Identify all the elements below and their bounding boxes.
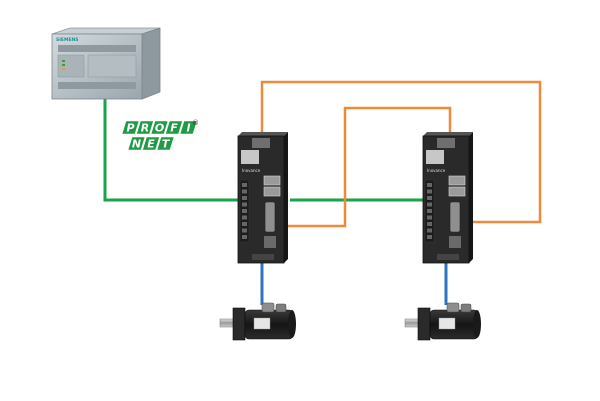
drive-top-connector (252, 138, 270, 148)
profinet-logo-profi-tile (121, 120, 140, 135)
profinet-logo-profi-letter: P (126, 122, 134, 135)
motor-connector (446, 302, 460, 313)
motor-connector (261, 302, 275, 313)
drive-ethernet-port-in (263, 175, 281, 186)
drive-terminal-screw (242, 209, 247, 213)
profinet-logo-net-tile (142, 136, 160, 151)
profinet-logo-net-letter: E (147, 138, 155, 151)
drive-terminal-screw (242, 183, 247, 187)
motor-connector (460, 303, 472, 313)
plc-status-led (62, 64, 65, 66)
drive-display (426, 150, 444, 164)
drive-terminal-screw (427, 202, 432, 207)
motor-rear-cap (473, 310, 481, 338)
plc-status-led (62, 68, 65, 70)
plc-module-panel (87, 54, 137, 78)
motor-shaft (219, 318, 235, 328)
drive-brand-label: Inovance (427, 168, 446, 173)
plc-terminal-strip-top (58, 45, 136, 52)
drive-terminal-screw (242, 235, 247, 239)
profinet-cable (103, 98, 432, 202)
motor-nameplate (438, 317, 456, 330)
servo-drive-2: Inovance (422, 132, 473, 264)
drive-display (241, 150, 259, 164)
encoder-cable-inner (270, 106, 452, 228)
drive-terminal-screw (427, 228, 432, 233)
motor-rear-cap (288, 310, 296, 338)
profinet-logo-profi-letter: O (155, 122, 164, 135)
motor-nameplate (253, 317, 271, 330)
profinet-logo-profi-tile (150, 120, 169, 135)
servo-motor-2 (404, 302, 481, 341)
drive-terminal-screw (242, 189, 247, 194)
drive-terminal-screw (427, 196, 432, 200)
motor-cables (260, 262, 448, 305)
drive-terminal-screw (242, 196, 247, 200)
drive-top-face (238, 132, 288, 136)
drive-ethernet-port-out (263, 186, 281, 197)
drive-encoder-connector (264, 201, 276, 233)
drive-terminal-screw (242, 228, 247, 233)
plc-brand-label: SIEMENS (56, 37, 79, 43)
drive-terminal-screw (427, 215, 432, 220)
encoder-cable-outer (260, 80, 542, 224)
motor-shaft (404, 318, 420, 328)
drive-terminal-screw (427, 183, 432, 187)
drive-top-face (423, 132, 473, 136)
motor-connector (275, 303, 287, 313)
profinet-logo-profi-letter: F (170, 122, 178, 135)
profinet-logo-profi-tile (136, 120, 154, 135)
drive-ethernet-port-in (448, 175, 466, 186)
servo-drive-1: Inovance (237, 132, 288, 264)
drive-top-connector (437, 138, 455, 148)
drive-bottom-connector (437, 254, 459, 260)
profinet-logo-net-letter: N (132, 138, 141, 151)
drive-terminal-screw (242, 215, 247, 220)
profinet-logo-profi-tile (165, 120, 183, 135)
profinet-logo-net-tile (156, 136, 175, 151)
motor-flange (417, 307, 431, 341)
profinet-registered-mark: ® (192, 119, 199, 127)
profinet-logo-net-tile (127, 136, 146, 151)
profinet-logo-profi-letter: R (141, 122, 149, 135)
drive-terminal-screw (427, 222, 432, 226)
plc-side-face (141, 27, 161, 100)
drive-terminal-screw (242, 202, 247, 207)
drive-terminal-screw (427, 235, 432, 239)
drive-side-face (284, 132, 288, 263)
drive-terminal-screw (427, 209, 432, 213)
servo-motor-1 (219, 302, 296, 341)
drive-side-face (469, 132, 473, 263)
plc-controller: SIEMENS (51, 27, 161, 100)
profinet-cable-plc-to-drive1 (103, 98, 238, 202)
plc-status-panel (57, 54, 85, 78)
drive-terminal-screw (242, 222, 247, 226)
drive-ethernet-port-out (448, 186, 466, 197)
drive-io-connector (264, 236, 276, 248)
profinet-logo-profi-letter: I (186, 122, 190, 135)
motor-flange (232, 307, 246, 341)
drive-encoder-connector (449, 201, 461, 233)
drive-io-connector (449, 236, 461, 248)
profinet-logo-net-letter: T (162, 138, 171, 151)
drive-brand-label: Inovance (242, 168, 261, 173)
drive-bottom-connector (252, 254, 274, 260)
profinet-logo-profi-tile (179, 120, 198, 135)
plc-status-led (62, 60, 65, 62)
plc-terminal-strip-bottom (58, 82, 136, 89)
drive-terminal-screw (427, 189, 432, 194)
encoder-cables (260, 80, 542, 228)
